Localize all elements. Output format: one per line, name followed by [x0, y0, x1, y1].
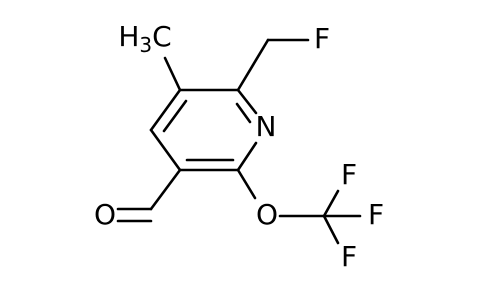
- bond-cf3-f-bottom: [322, 214, 340, 245]
- cf3-f-top-label: F: [341, 158, 357, 191]
- bond-ring-oether: [236, 168, 257, 200]
- bond-ring-cho: [149, 168, 182, 211]
- fluoromethyl-f-label: F: [314, 22, 330, 55]
- bond-methyl: [163, 56, 182, 92]
- bond-ring-c2-c3: [149, 128, 182, 172]
- bond-cf3-f-top: [322, 189, 340, 218]
- bond-ring-c4-c5: [236, 88, 258, 115]
- ether-o-label: O: [256, 198, 278, 231]
- bond-ring-c6-c1: [236, 141, 258, 172]
- ring-n-label: N: [256, 110, 277, 143]
- aldehyde-o-label: O: [94, 198, 116, 231]
- bond-ch2-ring: [236, 38, 270, 92]
- methyl-label: H3C: [118, 20, 171, 57]
- bond-ring-double-2: [235, 102, 252, 124]
- bond-ring-double-1: [162, 99, 188, 133]
- cf3-f-right-label: F: [368, 198, 384, 231]
- cf3-f-bottom-label: F: [341, 240, 357, 273]
- bond-ring-c3-c4b: [149, 88, 182, 132]
